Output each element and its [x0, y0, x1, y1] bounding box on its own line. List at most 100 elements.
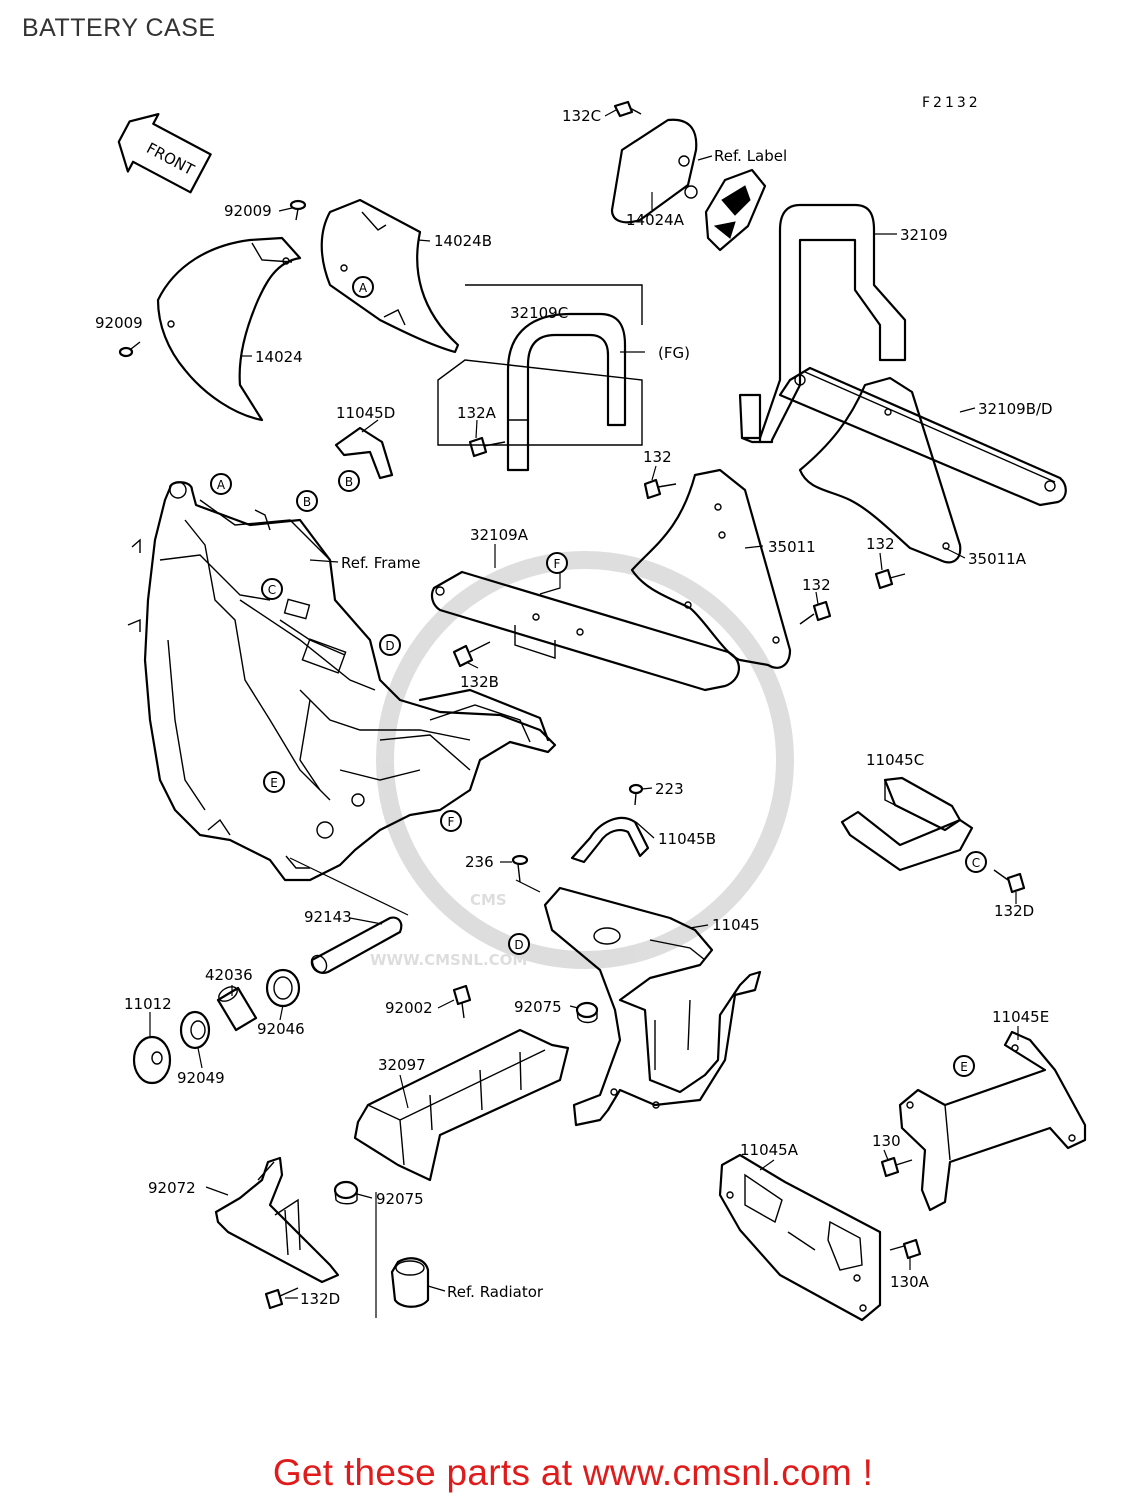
callout-fg: (FG)	[658, 344, 690, 362]
callout-92049: 92049	[177, 1069, 225, 1087]
callout-labels: 132C Ref. Label 14024A 32109 92009 14024…	[95, 107, 1053, 1308]
front-arrow-icon: FRONT	[117, 113, 212, 194]
sissy-bar-32109	[738, 203, 907, 444]
bolt-132-upper-icon	[643, 478, 677, 500]
callout-92075-top: 92075	[514, 998, 562, 1016]
svg-text:C: C	[972, 856, 980, 870]
bolt-130A-icon	[889, 1238, 922, 1260]
bracket-92072	[214, 1156, 340, 1284]
callout-ref-label: Ref. Label	[714, 147, 787, 165]
screw-223-icon	[628, 783, 644, 806]
callout-35011: 35011	[768, 538, 816, 556]
svg-text:B: B	[303, 495, 311, 509]
leader-lines	[149, 109, 1019, 1318]
bolt-132D-right-icon	[993, 869, 1026, 894]
grab-bar-32109C	[437, 284, 643, 472]
ref-marker-C-bracket: C	[965, 851, 987, 873]
ref-marker-E-bracket: E	[953, 1055, 975, 1077]
svg-text:D: D	[385, 639, 394, 653]
callout-92009-left: 92009	[95, 314, 143, 332]
ref-marker-F-frame: F	[440, 810, 462, 832]
battery-case-32097	[353, 1028, 570, 1182]
screw-92009-left-icon	[118, 341, 141, 358]
callout-132-upper: 132	[643, 448, 672, 466]
ref-marker-A-frame: A	[210, 473, 232, 495]
side-cover-14024A	[610, 118, 698, 224]
bracket-11045E	[898, 1030, 1087, 1212]
callout-11045A: 11045A	[740, 1141, 799, 1159]
radiator-reference	[390, 1257, 430, 1308]
reference-label-sticker	[704, 168, 767, 252]
watermark-logo: CMS WWW.CMSNL.COM	[370, 551, 794, 969]
callout-11045C: 11045C	[866, 751, 924, 769]
bracket-11045D	[334, 426, 394, 480]
bracket-11045	[543, 886, 762, 1127]
front-arrow-label: FRONT	[144, 139, 198, 179]
callout-132A: 132A	[457, 404, 497, 422]
callout-ref-radiator: Ref. Radiator	[447, 1283, 544, 1301]
screw-92009-top-icon	[289, 199, 307, 221]
callout-132C: 132C	[562, 107, 601, 125]
ref-marker-D-frame: D	[379, 634, 401, 656]
bearing-92046	[265, 968, 301, 1008]
callout-92075-bottom: 92075	[376, 1190, 424, 1208]
callout-ref-frame: Ref. Frame	[341, 554, 420, 572]
svg-text:F: F	[448, 815, 455, 829]
svg-text:A: A	[217, 478, 226, 492]
callout-92002: 92002	[385, 999, 433, 1017]
footer-link[interactable]: Get these parts at www.cmsnl.com !	[272, 1452, 874, 1493]
bar-32109A	[430, 570, 740, 692]
collar-42036	[216, 986, 258, 1032]
callout-32097: 32097	[378, 1056, 426, 1074]
bolt-132D-left-icon	[264, 1287, 299, 1310]
callout-32109: 32109	[900, 226, 948, 244]
ref-marker-E-frame: E	[263, 771, 285, 793]
callout-92046: 92046	[257, 1020, 305, 1038]
ref-marker-C-frame: C	[261, 578, 283, 600]
bracket-11045C	[840, 776, 974, 872]
tube-92143	[289, 857, 409, 974]
ref-marker-B-bracket: B	[338, 470, 360, 492]
callout-11012: 11012	[124, 995, 172, 1013]
bolt-132B-icon	[452, 641, 491, 668]
callout-11045D: 11045D	[336, 404, 395, 422]
plate-35011	[630, 468, 792, 669]
washer-92049	[179, 1010, 211, 1050]
bolt-236-icon	[511, 854, 529, 883]
side-cover-14024	[156, 236, 302, 422]
svg-text:C: C	[268, 583, 276, 597]
callout-132-mid: 132	[802, 576, 831, 594]
grommet-92075-bottom	[333, 1180, 359, 1205]
callout-14024: 14024	[255, 348, 303, 366]
bolt-92002-icon	[452, 984, 472, 1019]
callout-223: 223	[655, 780, 684, 798]
svg-text:B: B	[345, 475, 353, 489]
callout-14024A: 14024A	[626, 211, 685, 229]
ref-marker-A-cover: A	[352, 276, 374, 298]
callout-32109B-D: 32109B/D	[978, 400, 1053, 418]
callout-92143: 92143	[304, 908, 352, 926]
bolt-132-mid-icon	[799, 600, 832, 625]
ref-marker-F-bar: F	[546, 552, 568, 574]
damper-11012	[132, 1035, 172, 1085]
bolt-132A-icon	[468, 436, 506, 458]
callout-14024B: 14024B	[434, 232, 492, 250]
bracket-11045A	[718, 1153, 882, 1322]
ref-marker-B-frame: B	[296, 490, 318, 512]
watermark-text: CMS	[470, 891, 507, 909]
callout-92072: 92072	[148, 1179, 196, 1197]
bolt-132C-icon	[613, 100, 642, 118]
page-title: BATTERY CASE	[22, 14, 216, 42]
callout-132B: 132B	[460, 673, 499, 691]
bracket-11045B	[570, 816, 650, 864]
callout-11045E: 11045E	[992, 1008, 1049, 1026]
callout-35011A: 35011A	[968, 550, 1027, 568]
bolt-130-icon	[880, 1156, 913, 1178]
callout-236: 236	[465, 853, 494, 871]
callout-130: 130	[872, 1132, 901, 1150]
callout-92009-top: 92009	[224, 202, 272, 220]
motorcycle-frame	[127, 481, 557, 882]
side-cover-14024B	[320, 198, 460, 354]
